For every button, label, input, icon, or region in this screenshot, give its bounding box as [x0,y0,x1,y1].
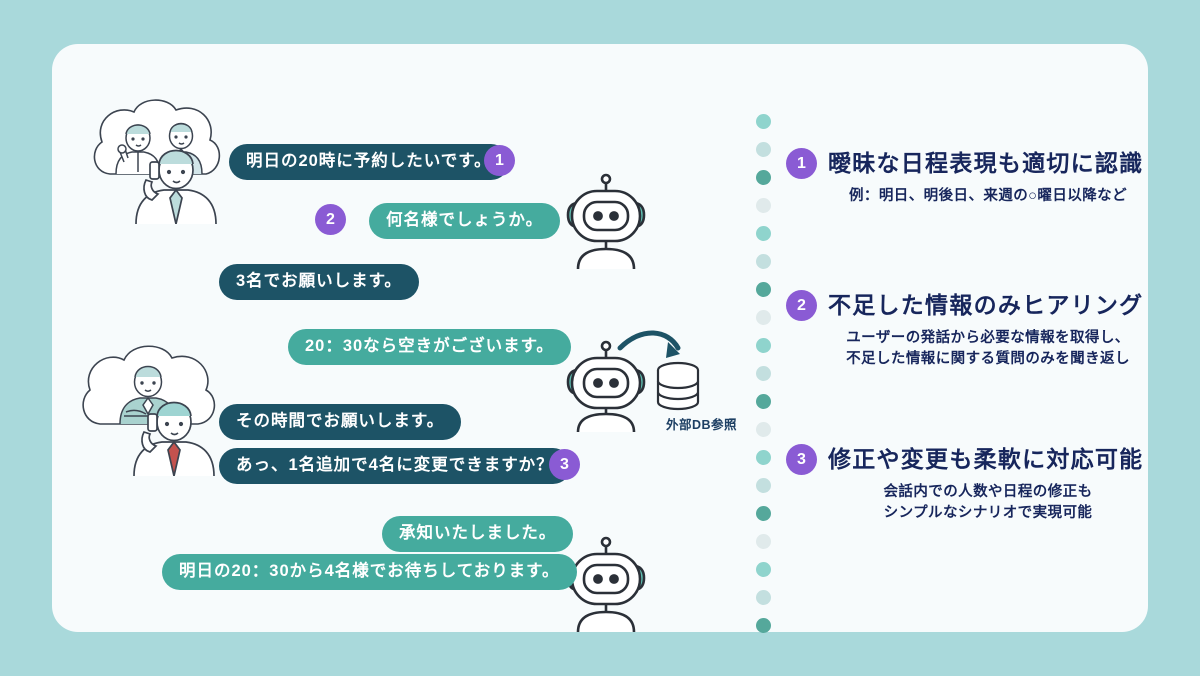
divider-dot [756,394,771,409]
chat-badge-2: 2 [315,204,346,235]
dot-divider [752,44,786,633]
chat-bubble-2[interactable]: 何名様でしょうか。 [369,203,561,239]
divider-dot [756,506,771,521]
feature-title-1: 曖昧な日程表現も適切に認識 [828,149,1144,176]
divider-dot [756,198,771,213]
divider-dot [756,450,771,465]
feature-subtitle-line: ユーザーの発話から必要な情報を取得し、 [846,330,1130,346]
divider-dot [756,422,771,437]
divider-dot [756,562,771,577]
feature-title-2: 不足した情報のみヒアリング [828,291,1144,318]
divider-dot [756,114,771,129]
feature-item-1: 1 曖昧な日程表現も適切に認識 例：明日、明後日、来週の○曜日以降など [786,148,1148,207]
divider-dot [756,142,771,157]
chat-bubble-7[interactable]: 承知いたしました。 [382,516,574,552]
bot-avatar-top [560,169,652,270]
feature-heading-3: 3 修正や変更も柔軟に対応可能 [786,444,1148,475]
chat-bubble-6[interactable]: あっ、1名追加で4名に変更できますか？ [219,448,571,484]
chat-bubble-1[interactable]: 明日の20時に予約したいです。 [229,144,509,180]
divider-dot [756,590,771,605]
caller-illustration-top [64,94,259,225]
features-panel: 1 曖昧な日程表現も適切に認識 例：明日、明後日、来週の○曜日以降など 2 不足… [786,44,1148,632]
database-icon [656,361,700,411]
divider-dot [756,534,771,549]
feature-subtitle-line: 例：明日、明後日、来週の○曜日以降など [848,188,1128,204]
feature-subtitle-line: 会話内での人数や日程の修正も [883,484,1093,500]
chat-bubble-8[interactable]: 明日の20：30から4名様でお待ちしております。 [162,554,577,590]
caller-illustration-bottom [64,328,259,477]
feature-heading-2: 2 不足した情報のみヒアリング [786,290,1148,321]
chat-badge-3: 3 [549,449,580,480]
feature-subtitle-3: 会話内での人数や日程の修正も シンプルなシナリオで実現可能 [786,482,1148,524]
feature-badge-1: 1 [786,148,817,179]
divider-dot [756,170,771,185]
divider-dot [756,338,771,353]
chat-conversation-panel: 外部DB参照 明日の20時に予約したいです。 1 [52,44,752,633]
divider-dot [756,478,771,493]
divider-dot [756,254,771,269]
chat-bubble-4[interactable]: 20：30なら空きがございます。 [288,329,571,365]
chat-bubble-3[interactable]: 3名でお願いします。 [219,264,419,300]
feature-badge-2: 2 [786,290,817,321]
feature-badge-3: 3 [786,444,817,475]
divider-dot [756,282,771,297]
chat-bubble-5[interactable]: その時間でお願いします。 [219,404,462,440]
divider-dot [756,226,771,241]
chat-badge-1: 1 [484,145,515,176]
db-reference-label: 外部DB参照 [666,418,738,432]
feature-subtitle-line: シンプルなシナリオで実現可能 [883,505,1093,522]
arrow-to-db [617,330,681,358]
feature-subtitle-line: 不足した情報に関する質問のみを聞き返し [846,351,1130,368]
divider-dot [756,310,771,325]
feature-subtitle-2: ユーザーの発話から必要な情報を取得し、 不足した情報に関する質問のみを聞き返し [786,328,1148,370]
bot-avatar-middle [560,324,710,433]
feature-subtitle-1: 例：明日、明後日、来週の○曜日以降など [786,186,1148,207]
feature-heading-1: 1 曖昧な日程表現も適切に認識 [786,148,1148,179]
divider-dot [756,366,771,381]
feature-item-3: 3 修正や変更も柔軟に対応可能 会話内での人数や日程の修正も シンプルなシナリオ… [786,444,1148,524]
feature-item-2: 2 不足した情報のみヒアリング ユーザーの発話から必要な情報を取得し、 不足した… [786,290,1148,370]
feature-title-3: 修正や変更も柔軟に対応可能 [828,445,1144,472]
main-card: 外部DB参照 明日の20時に予約したいです。 1 [52,44,1148,633]
divider-dot [756,618,771,633]
